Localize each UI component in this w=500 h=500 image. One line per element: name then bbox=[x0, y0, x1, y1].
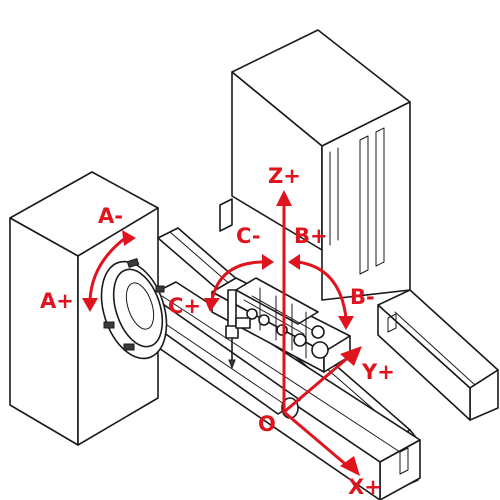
z-arrowhead bbox=[276, 190, 292, 206]
axis-arrows bbox=[82, 190, 362, 476]
label-y-plus: Y+ bbox=[361, 360, 395, 384]
label-c-minus: C- bbox=[236, 224, 261, 248]
label-a-minus: A- bbox=[98, 204, 123, 228]
carriage bbox=[211, 277, 351, 373]
right-rail bbox=[377, 289, 499, 421]
c-rotation-arc bbox=[210, 260, 266, 302]
y-arrowhead bbox=[340, 346, 362, 366]
chuck bbox=[100, 257, 168, 360]
y-axis-arrow bbox=[282, 354, 352, 414]
label-z-plus: Z+ bbox=[268, 164, 301, 188]
label-a-plus: A+ bbox=[40, 289, 74, 313]
label-x-plus: X+ bbox=[348, 475, 382, 499]
label-c-plus: C+ bbox=[168, 294, 201, 318]
axis-labels: Z+ B+ C- A- A+ C+ B- Y+ O X+ bbox=[40, 164, 395, 499]
a-minus-arrowhead bbox=[122, 230, 136, 246]
b-rotation-arc bbox=[296, 260, 348, 320]
rear-column bbox=[219, 29, 411, 301]
c-plus-arrowhead bbox=[204, 298, 220, 312]
b-minus-arrowhead bbox=[338, 316, 354, 330]
x-arrowhead bbox=[340, 456, 360, 476]
label-b-plus: B+ bbox=[294, 224, 328, 248]
b-plus-arrowhead bbox=[288, 254, 300, 270]
c-minus-arrowhead bbox=[262, 254, 274, 270]
label-origin: O bbox=[258, 412, 276, 436]
a-rotation-arc bbox=[88, 234, 130, 302]
label-b-minus: B- bbox=[350, 285, 375, 309]
a-plus-arrowhead bbox=[82, 298, 98, 312]
x-axis-arrow bbox=[282, 410, 352, 470]
